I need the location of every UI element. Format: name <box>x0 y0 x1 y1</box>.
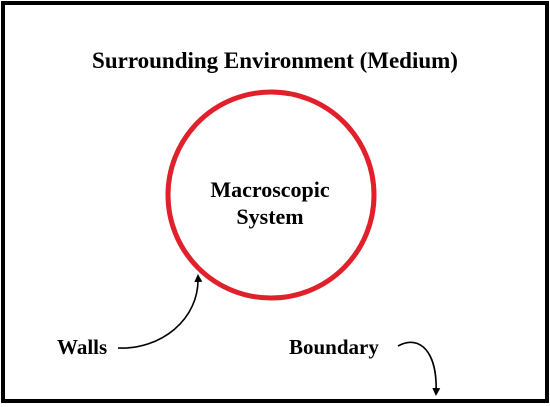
boundary-label: Boundary <box>289 335 379 359</box>
walls-label: Walls <box>57 335 108 359</box>
system-label-line1: Macroscopic <box>210 177 330 202</box>
boundary-arrow <box>397 341 441 396</box>
walls-arrow <box>117 274 203 349</box>
system-label-line2: System <box>236 204 304 229</box>
system-label: Macroscopic System <box>170 176 370 230</box>
environment-label: Surrounding Environment (Medium) <box>92 48 458 73</box>
system-boundary-circle <box>165 89 377 301</box>
